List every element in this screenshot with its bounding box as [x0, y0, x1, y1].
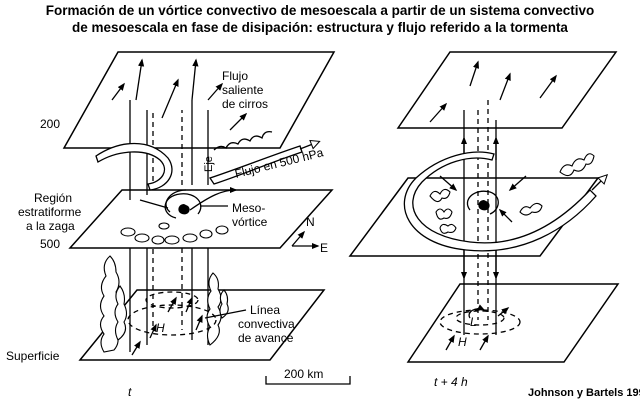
right-bottom-plane — [406, 283, 620, 363]
surface-label: Superficie — [6, 349, 60, 363]
right-panel: L H t + 4 h — [348, 51, 620, 389]
figure-title: Formación de un vórtice convectivo de me… — [0, 2, 640, 36]
compass-north: N — [306, 215, 315, 229]
cirrus-label-1: Flujo — [222, 69, 248, 83]
stratiform-label-3: a la zaga — [26, 219, 75, 233]
left-lower-verticals — [129, 226, 209, 352]
title-line-1: Formación de un vórtice convectivo de me… — [45, 3, 595, 18]
right-high-marker: H — [458, 335, 467, 349]
scale-bar: 200 km — [265, 367, 351, 385]
time-right: t + 4 h — [434, 375, 468, 389]
meso-label-1: Meso- — [232, 201, 265, 215]
stratiform-label-1: Región — [34, 191, 72, 205]
right-cloud-streaks — [429, 153, 595, 234]
time-left: t — [128, 385, 132, 399]
line-label-2: convectiva — [238, 317, 295, 331]
left-high-marker: H — [156, 321, 165, 335]
level-200-label: 200 — [40, 117, 60, 131]
cirrus-outflow-edge — [213, 130, 273, 151]
left-panel: 200 500 Superficie Flujo saliente de cir… — [6, 51, 336, 399]
left-500-plane — [68, 189, 334, 249]
right-flow-band — [403, 151, 597, 252]
right-surface-circulation — [439, 309, 521, 335]
left-500-flow-band — [95, 142, 173, 191]
title-line-2: de mesoescala en fase de disipación: est… — [72, 20, 568, 35]
axis-label: Eje — [203, 156, 215, 172]
compass-east: E — [320, 241, 328, 255]
right-top-plane — [396, 51, 618, 129]
stratiform-label-2: estratiforme — [18, 205, 82, 219]
flow-500-label: Flujo en 500 hPa — [233, 145, 325, 181]
line-label-1: Línea — [250, 303, 280, 317]
mesovortex — [164, 186, 238, 219]
meso-label-2: vórtice — [232, 215, 268, 229]
credit: Johnson y Bartels 1992 — [528, 387, 640, 399]
cirrus-label-2: saliente — [222, 83, 264, 97]
line-label-3: de avance — [238, 331, 294, 345]
level-500-label: 500 — [40, 237, 60, 251]
cirrus-label-3: de cirros — [222, 97, 268, 111]
stratiform-cloud-elements — [120, 222, 229, 245]
right-low-marker: L — [470, 315, 477, 329]
scale-label: 200 km — [284, 367, 323, 381]
compass: N E — [291, 215, 328, 255]
left-200-plane — [62, 51, 336, 149]
right-mesovortex — [466, 190, 499, 215]
